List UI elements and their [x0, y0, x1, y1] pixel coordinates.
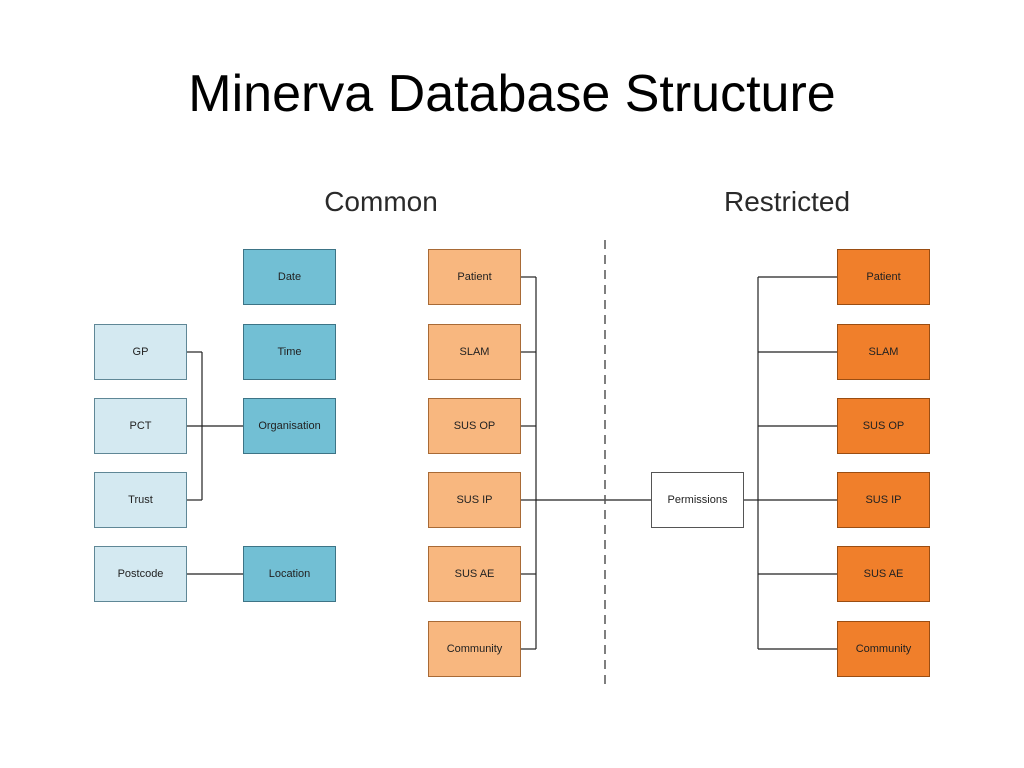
box-location: Location: [243, 546, 336, 602]
section-heading-common: Common: [324, 186, 438, 217]
slide-title: Minerva Database Structure: [188, 65, 836, 123]
box-time: Time: [243, 324, 336, 380]
box-common-slam: SLAM: [428, 324, 521, 380]
box-common-community: Community: [428, 621, 521, 677]
box-common-sus-ae: SUS AE: [428, 546, 521, 602]
box-common-sus-op: SUS OP: [428, 398, 521, 454]
box-trust: Trust: [94, 472, 187, 528]
box-common-sus-ip: SUS IP: [428, 472, 521, 528]
box-common-patient: Patient: [428, 249, 521, 305]
box-permissions: Permissions: [651, 472, 744, 528]
box-organisation: Organisation: [243, 398, 336, 454]
box-restricted-sus-ip: SUS IP: [837, 472, 930, 528]
box-restricted-community: Community: [837, 621, 930, 677]
box-restricted-sus-ae: SUS AE: [837, 546, 930, 602]
box-date: Date: [243, 249, 336, 305]
box-restricted-slam: SLAM: [837, 324, 930, 380]
box-restricted-patient: Patient: [837, 249, 930, 305]
box-restricted-sus-op: SUS OP: [837, 398, 930, 454]
section-heading-restricted: Restricted: [723, 186, 851, 217]
box-postcode: Postcode: [94, 546, 187, 602]
box-pct: PCT: [94, 398, 187, 454]
box-gp: GP: [94, 324, 187, 380]
